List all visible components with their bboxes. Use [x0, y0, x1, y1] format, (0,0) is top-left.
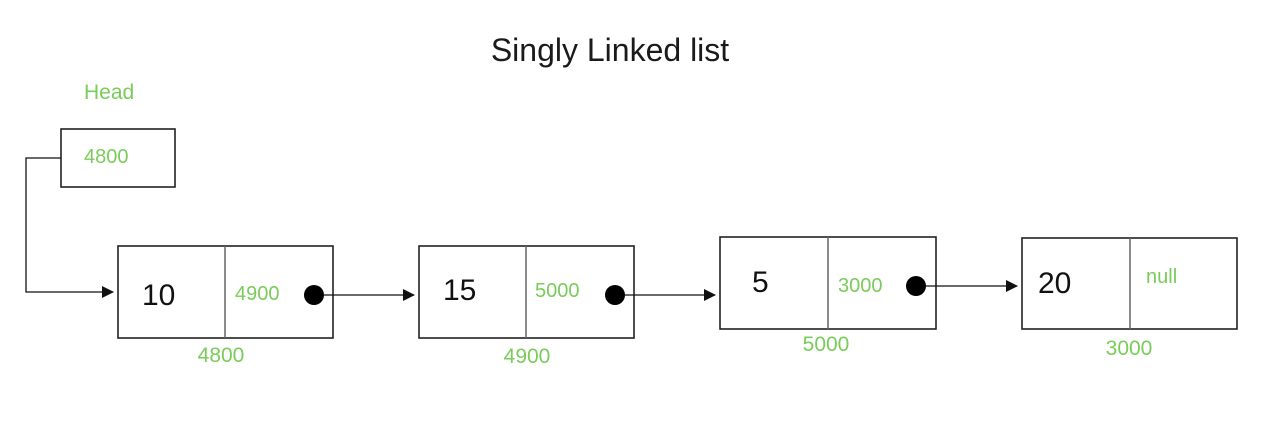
node-2-pointer-dot [605, 285, 625, 305]
node-3-pointer-dot [906, 276, 926, 296]
node-3-next: 3000 [838, 275, 883, 297]
node-2-data: 15 [443, 274, 476, 307]
node-3: 5 3000 5000 [719, 236, 937, 356]
node-1: 10 4900 4800 [117, 245, 334, 367]
node-2-next: 5000 [535, 280, 580, 302]
node-2-address: 4900 [504, 345, 551, 368]
node-1-next: 4900 [235, 283, 280, 305]
node-3-address: 5000 [803, 333, 850, 356]
head-label: Head [84, 81, 134, 104]
head-value: 4800 [84, 146, 129, 168]
node-4-data: 20 [1038, 267, 1071, 300]
node-1-address: 4800 [198, 344, 245, 367]
page-title: Singly Linked list [491, 32, 729, 68]
node-4: 20 null 3000 [1021, 237, 1238, 360]
node-4-next: null [1146, 266, 1177, 288]
node-3-data: 5 [752, 266, 769, 299]
head-box [60, 128, 176, 188]
node-4-address: 3000 [1106, 337, 1153, 360]
node-2: 15 5000 4900 [418, 245, 635, 368]
node-1-pointer-dot [304, 285, 324, 305]
head-connector [25, 157, 114, 298]
node-1-data: 10 [142, 279, 175, 312]
